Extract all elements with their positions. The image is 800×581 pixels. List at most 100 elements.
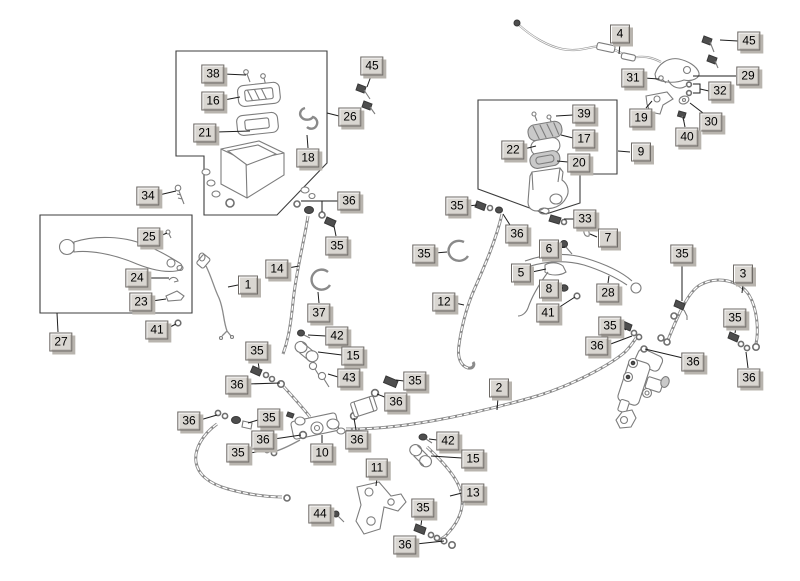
hoses-layer (194, 24, 759, 542)
bolt-44 (332, 510, 345, 523)
callout-36: 36 (393, 535, 417, 555)
leader-line (644, 348, 684, 359)
junction-fittings-left (214, 409, 253, 430)
leader-line (496, 397, 499, 411)
lever-boot-23 (165, 290, 185, 302)
leader-line (257, 360, 260, 369)
leader-line (560, 134, 574, 139)
fitting-35-right-upper (670, 299, 688, 320)
callout-2: 2 (489, 378, 509, 398)
bolt-42-mid (297, 329, 311, 339)
callout-23: 23 (129, 292, 153, 312)
leader-line (420, 517, 423, 526)
banjo-bolt-33 (548, 214, 568, 226)
callout-19: 19 (629, 108, 653, 128)
callout-45: 45 (737, 31, 761, 51)
leader-line (428, 438, 438, 441)
front-lever-box (39, 214, 193, 314)
leader-line (523, 145, 537, 150)
leader-line (620, 326, 627, 331)
callout-42: 42 (325, 326, 349, 346)
callout-12: 12 (432, 292, 456, 312)
bracket-19 (645, 91, 674, 115)
callout-13: 13 (461, 483, 485, 503)
callout-16: 16 (201, 91, 225, 111)
bolt-45-left (355, 83, 376, 115)
lever-assembly-29 (654, 58, 700, 89)
leader-line (247, 382, 281, 385)
callout-25: 25 (137, 227, 161, 247)
callout-18: 18 (296, 148, 320, 168)
washer-41-mid (573, 292, 581, 300)
leader-line (159, 232, 168, 237)
cable-adjusters (596, 42, 637, 62)
screw-31 (658, 75, 667, 84)
horseshoe-clip-35-upper (447, 239, 470, 262)
callout-41: 41 (536, 303, 560, 323)
rear-master-cylinder (615, 348, 670, 429)
rear-reservoir-body (527, 167, 569, 215)
switch-wire (205, 265, 232, 337)
callout-7: 7 (598, 228, 618, 248)
leader-line (307, 334, 327, 337)
leader-line (326, 112, 340, 117)
junction-block-10 (285, 411, 346, 440)
callout-35: 35 (325, 236, 349, 256)
callout-42: 42 (436, 431, 460, 451)
leader-line (557, 296, 576, 309)
leader-line (366, 75, 372, 88)
leader-line (607, 335, 633, 346)
callout-3: 3 (733, 264, 753, 284)
callout-44: 44 (308, 504, 332, 524)
leader-line (434, 251, 448, 254)
callout-35: 35 (245, 341, 269, 361)
leader-line (502, 213, 511, 226)
cable-end-nipple (513, 19, 521, 27)
leader-line (745, 351, 749, 369)
leader-line (607, 275, 610, 284)
leader-line (415, 540, 445, 545)
leader-line (353, 417, 357, 431)
leader-line (247, 419, 259, 424)
connector-15-right (409, 444, 433, 468)
washers-32 (685, 81, 693, 97)
callout-45: 45 (360, 56, 384, 76)
bracket-11 (355, 481, 407, 535)
hose13-end-fittings (413, 523, 456, 549)
callout-35: 35 (403, 371, 427, 391)
leader-line (643, 77, 660, 80)
leader-line (273, 434, 302, 440)
leader-line (682, 116, 686, 128)
callout-22: 22 (501, 140, 525, 160)
hose-12 (457, 213, 504, 370)
callout-15: 15 (461, 449, 485, 469)
leader-line (223, 96, 241, 101)
leader-line (719, 39, 739, 42)
callout-9: 9 (631, 142, 651, 162)
bolt-42-right (418, 433, 433, 444)
leader-line (287, 265, 300, 269)
parts-layer (58, 19, 760, 549)
callout-39: 39 (572, 104, 596, 124)
callout-8: 8 (539, 279, 559, 299)
reservoir-clamp (298, 106, 319, 130)
bolts-45-right (701, 35, 719, 69)
callout-38: 38 (201, 64, 225, 84)
callout-20: 20 (567, 153, 591, 173)
callout-36: 36 (337, 191, 361, 211)
hose14-fittings (249, 365, 285, 388)
callout-36: 36 (384, 392, 408, 412)
leader-line (589, 233, 598, 238)
banjo-bolt-35-box9 (474, 200, 494, 212)
leader-line (693, 83, 710, 92)
callout-36: 36 (177, 411, 201, 431)
callout-11: 11 (365, 458, 389, 478)
callout-27: 27 (49, 332, 73, 352)
callout-1: 1 (238, 275, 258, 295)
callout-37: 37 (307, 303, 331, 323)
leader-line (734, 327, 737, 334)
leader-lines (56, 39, 749, 545)
leader-line (317, 291, 320, 304)
leader-line (327, 373, 339, 378)
